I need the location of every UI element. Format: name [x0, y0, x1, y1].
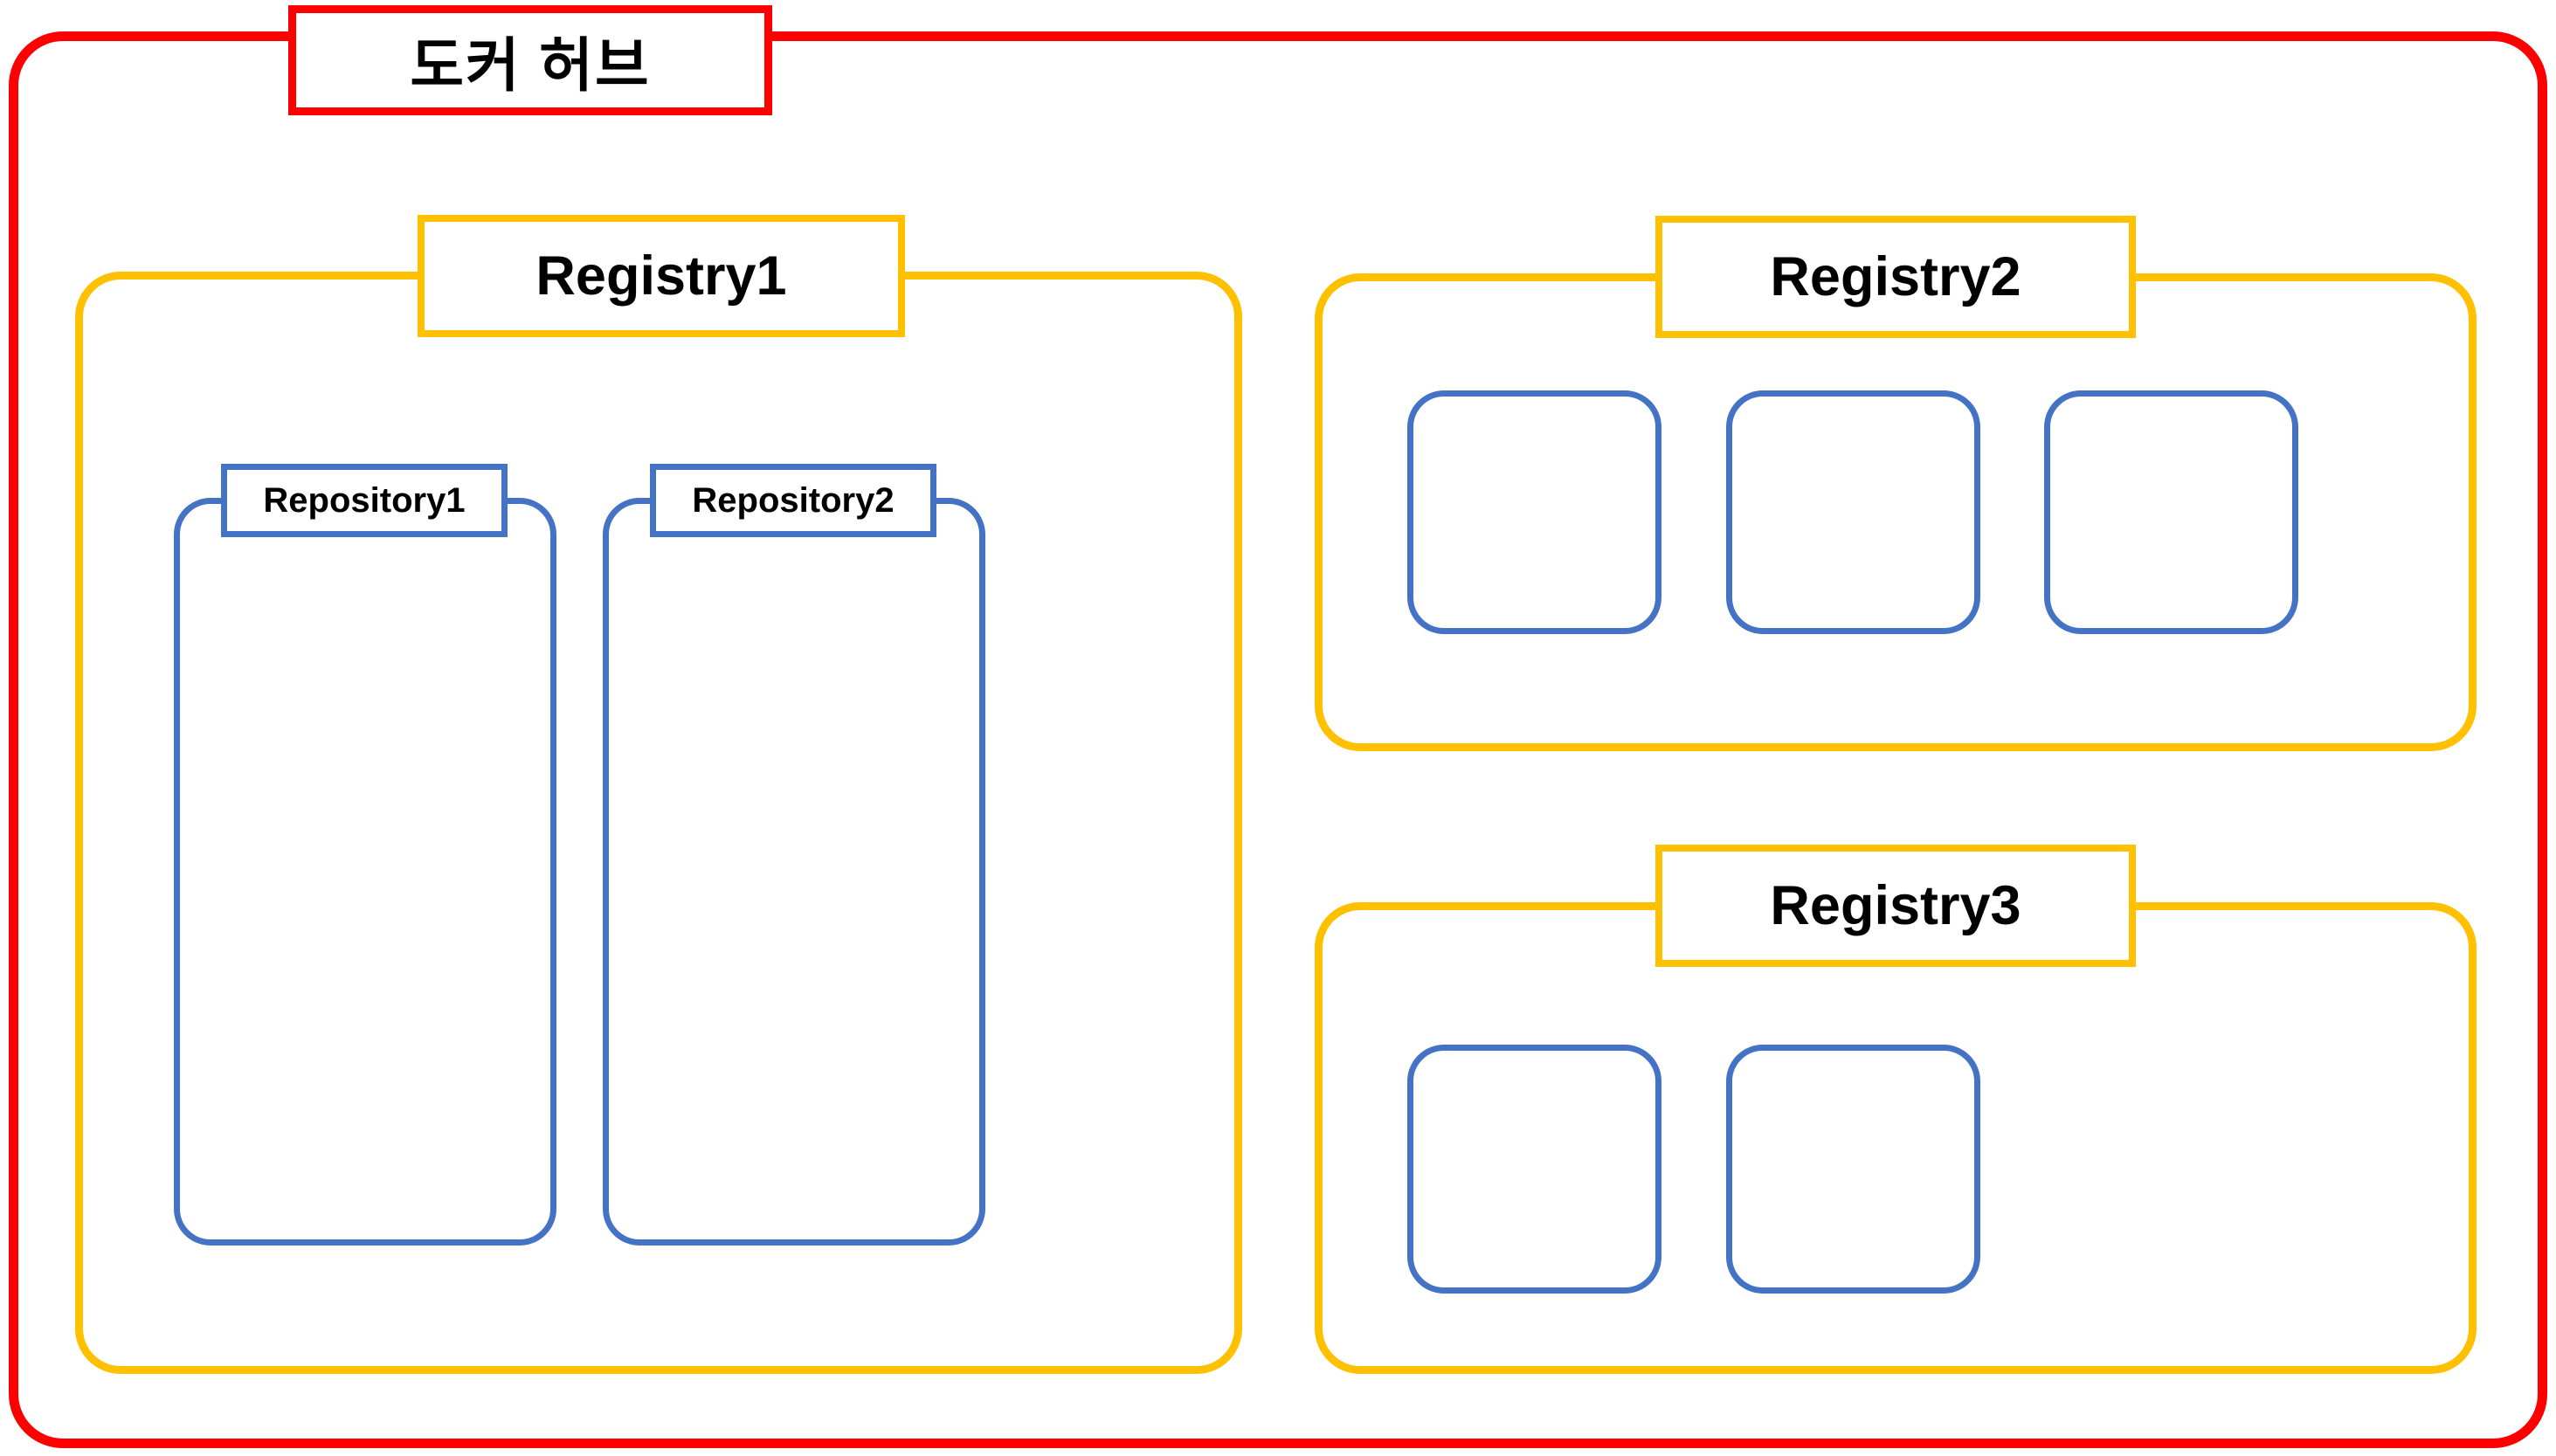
image-box: [2044, 390, 2298, 634]
registry-label-3: Registry3: [1655, 845, 2136, 967]
image-box: [1407, 1045, 1661, 1294]
repository-label-2: Repository2: [650, 464, 936, 537]
registry-label-1: Registry1: [418, 215, 905, 337]
docker-hub-container: [9, 31, 2547, 1448]
image-box: [1726, 1045, 1980, 1294]
repository-label-1: Repository1: [221, 464, 508, 537]
repository-container-1: [174, 498, 556, 1246]
registry-label-2: Registry2: [1655, 216, 2136, 338]
repository-container-2: [603, 498, 985, 1246]
image-box: [1726, 390, 1980, 634]
image-box: [1407, 390, 1661, 634]
docker-hub-label: 도커 허브: [288, 5, 772, 115]
